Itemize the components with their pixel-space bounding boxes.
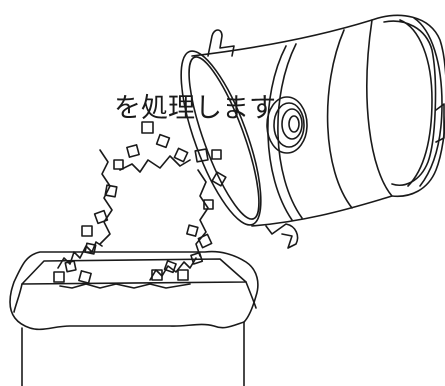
inlet-port-middle xyxy=(273,102,305,148)
debris-piece xyxy=(84,242,97,255)
inlet-port xyxy=(266,96,308,154)
bottom-clamp-handle xyxy=(265,223,299,249)
drum-body-bottom xyxy=(251,195,393,227)
motor-head-outer xyxy=(366,14,445,198)
debris-piece xyxy=(197,233,213,249)
debris-piece xyxy=(186,224,199,237)
bin-bag-rim xyxy=(9,250,259,331)
debris-piece xyxy=(211,171,227,187)
debris-piece xyxy=(81,225,93,237)
motor-head-ring xyxy=(399,19,433,187)
debris-piece xyxy=(78,270,92,284)
inlet-port-core xyxy=(288,115,300,133)
inlet-port-outer xyxy=(266,96,308,154)
drum-body-top xyxy=(191,19,373,57)
motor-head-ring xyxy=(413,17,443,187)
debris-stream-outline-left xyxy=(99,149,113,245)
debris-piece xyxy=(93,209,109,225)
debris-piece xyxy=(203,199,214,210)
debris-stream-outline-right xyxy=(195,169,209,257)
top-clamp-handle xyxy=(207,29,235,57)
drum-mouth-outer xyxy=(180,50,262,226)
debris-piece xyxy=(126,144,140,158)
debris-piece xyxy=(104,184,118,198)
bin-bag-fold-left xyxy=(13,283,23,313)
debris-stream-inner xyxy=(119,155,191,173)
debris-piece xyxy=(64,260,77,273)
debris-piece xyxy=(163,260,177,274)
canister-drum xyxy=(180,14,445,249)
debris-piece xyxy=(177,269,189,281)
inlet-port-inner xyxy=(281,108,303,140)
debris-bottom-line xyxy=(59,283,191,289)
debris-pile xyxy=(53,241,204,289)
falling-debris xyxy=(81,121,227,257)
debris-edge-right xyxy=(149,257,197,281)
debris-piece xyxy=(173,147,189,163)
bin-bag-fold-right xyxy=(245,281,257,309)
trash-bin xyxy=(9,250,259,386)
debris-piece xyxy=(113,159,124,170)
debris-piece xyxy=(190,251,204,265)
debris-piece xyxy=(155,133,171,149)
drum-band xyxy=(277,43,303,219)
side-latch xyxy=(435,103,445,143)
debris-piece xyxy=(211,149,222,160)
debris-piece xyxy=(151,269,163,281)
drum-mouth-inner xyxy=(188,56,260,220)
motor-head-inner xyxy=(383,20,437,186)
drum-band xyxy=(326,29,353,209)
caption-text: を処理します xyxy=(114,93,276,124)
debris-piece xyxy=(53,271,65,283)
debris-piece xyxy=(141,121,154,134)
